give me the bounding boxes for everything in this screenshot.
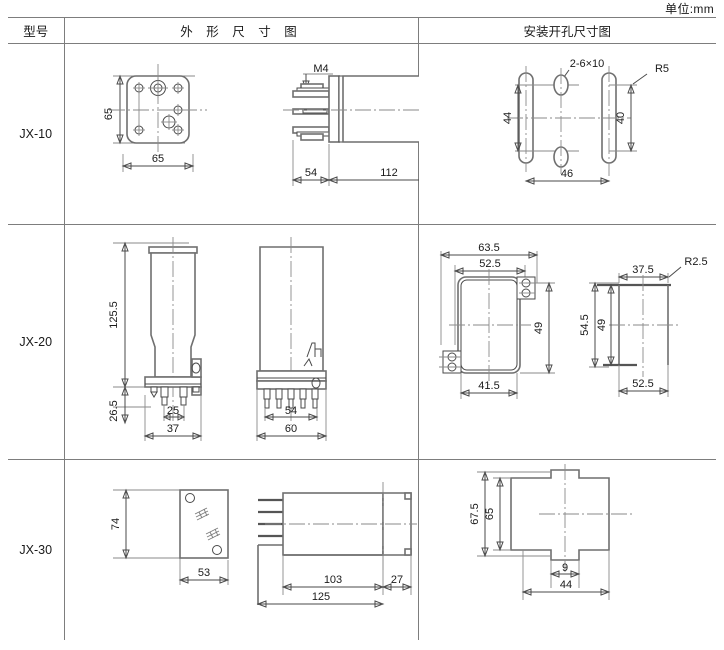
dim-jx20-right-top: 37.5: [632, 264, 653, 276]
mounting-drawing-jx20: 63.5 52.5: [418, 224, 716, 460]
dim-jx20-side-width: 60: [284, 423, 296, 435]
table-header-row: 型号 外 形 尺 寸 图 安装开孔尺寸图: [8, 17, 716, 44]
dim-jx20-right-inner-h: 49: [596, 319, 608, 331]
dim-jx10-slot-note: 2-6×10: [569, 58, 604, 70]
dimension-table: 型号 外 形 尺 寸 图 安装开孔尺寸图 JX-10: [8, 17, 716, 640]
dim-jx20-base-width: 37: [166, 423, 178, 435]
outline-drawing-jx10: 65 65: [64, 43, 419, 226]
jx30-outline-svg: 74: [110, 481, 417, 608]
jx20-mounting-svg: 63.5 52.5: [438, 242, 707, 400]
dim-jx10-front-height: 65: [103, 108, 115, 120]
header-mounting: 安装开孔尺寸图: [418, 17, 716, 44]
unit-note: 单位:mm: [665, 2, 714, 16]
dim-jx10-slot-spacing: 46: [560, 168, 572, 180]
dim-jx20-right-outer-h: 54.5: [579, 315, 591, 336]
dim-jx20-side-pin-span: 54: [284, 405, 296, 417]
dim-jx30-tail-len: 27: [390, 574, 402, 586]
row-model-jx10: JX-10: [8, 43, 65, 226]
dim-jx10-side-front: 54: [304, 167, 316, 179]
dim-jx30-front-height: 74: [110, 518, 122, 530]
table-row: JX-20 125.5: [8, 224, 716, 460]
dim-jx20-base-height: 26.5: [108, 401, 120, 422]
table-row: JX-30 74: [8, 459, 716, 640]
jx10-outline-svg: 65 65: [103, 63, 419, 186]
row-model-jx20: JX-20: [8, 224, 65, 460]
dim-jx10-front-width: 65: [151, 153, 163, 165]
outline-drawing-jx30: 74: [64, 459, 419, 640]
dim-jx30-notch-width: 9: [561, 562, 567, 574]
dim-jx10-thread: M4: [313, 63, 328, 75]
dim-jx20-total-height: 125.5: [108, 302, 120, 330]
mounting-drawing-jx30: 67.5 65 9: [418, 459, 716, 640]
dim-jx10-left-slot-h: 44: [502, 112, 514, 124]
jx10-mounting-svg: 2-6×10 R5: [502, 58, 669, 185]
dim-jx30-total-len: 125: [311, 591, 329, 603]
table-row: JX-10: [8, 43, 716, 226]
dim-jx20-pin-spacing: 25: [166, 405, 178, 417]
outline-drawing-jx20: 125.5 26.5: [64, 224, 419, 460]
jx20-outline-svg: 125.5 26.5: [108, 237, 327, 442]
header-outline: 外 形 尺 寸 图: [64, 17, 419, 44]
dim-jx10-side-body: 112: [380, 167, 398, 179]
row-model-jx30: JX-30: [8, 459, 65, 640]
dim-jx20-radius: R2.5: [684, 256, 707, 268]
dim-jx20-right-width: 52.5: [632, 378, 653, 390]
dim-jx20-inner-width: 41.5: [478, 380, 499, 392]
dim-jx10-radius: R5: [654, 63, 668, 75]
dim-jx10-right-slot-h: 40: [615, 112, 627, 124]
dim-jx30-total-width: 44: [559, 579, 571, 591]
dim-jx30-outer-height: 67.5: [469, 503, 481, 524]
jx30-mounting-svg: 67.5 65 9: [469, 463, 634, 600]
dim-jx20-cut-height: 49: [533, 322, 545, 334]
dim-jx20-cut-width: 52.5: [479, 258, 500, 270]
dim-jx20-outer-width: 63.5: [478, 242, 499, 254]
mounting-drawing-jx10: 2-6×10 R5: [418, 43, 716, 226]
dim-jx30-body-len: 103: [323, 574, 341, 586]
dim-jx30-inner-height: 65: [484, 508, 496, 520]
header-model: 型号: [8, 17, 65, 44]
dim-jx30-front-width: 53: [197, 567, 209, 579]
